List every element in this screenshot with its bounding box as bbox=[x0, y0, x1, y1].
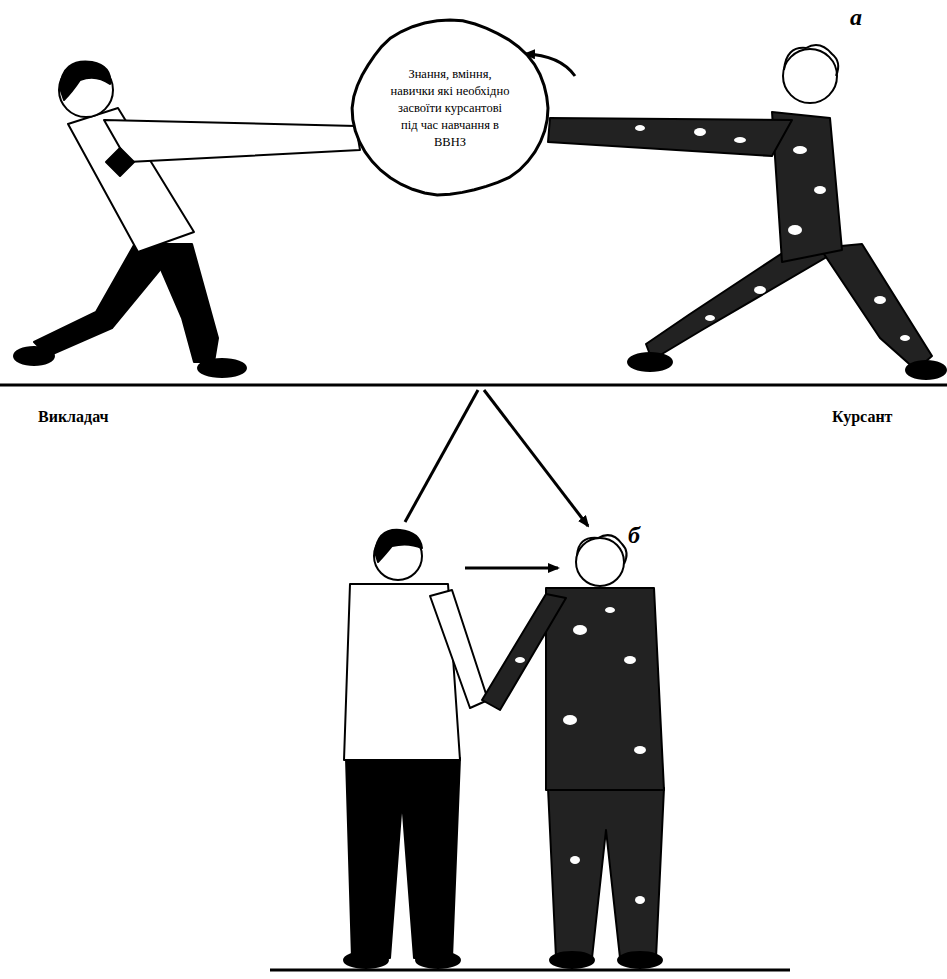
role-label: Курсант bbox=[832, 408, 892, 426]
ground-line bbox=[0, 384, 947, 387]
panel-letter: б bbox=[628, 522, 640, 549]
knowledge-blob: Знання, вміння, навички які необхідно за… bbox=[350, 18, 550, 198]
ground-line bbox=[270, 969, 790, 972]
instructor-figure bbox=[344, 530, 488, 968]
transfer-arrow bbox=[484, 390, 588, 526]
cadet-figure bbox=[548, 45, 946, 379]
panel-letter: а bbox=[850, 4, 862, 31]
node-text: Знання, вміння, навички які необхідно за… bbox=[390, 66, 510, 150]
transfer-arrow bbox=[465, 567, 558, 570]
transfer-line bbox=[405, 390, 478, 522]
role-label: Викладач bbox=[38, 408, 109, 426]
blob-path bbox=[352, 20, 548, 195]
cadet-figure bbox=[482, 535, 664, 968]
instructor-figure bbox=[14, 62, 360, 377]
